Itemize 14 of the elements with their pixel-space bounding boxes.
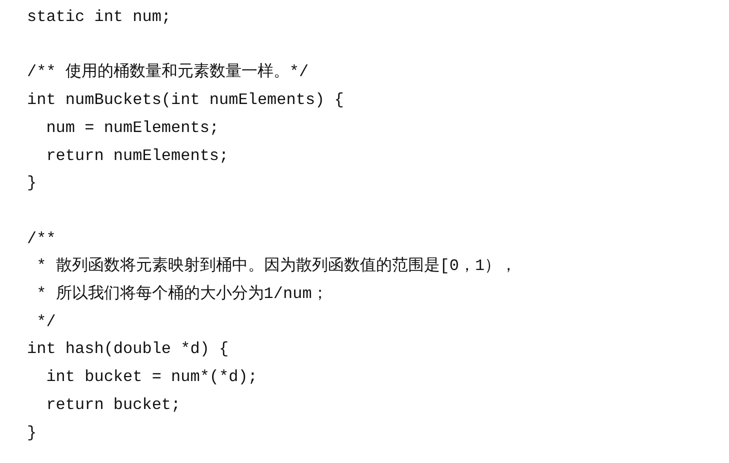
code-line: * 所以我们将每个桶的大小分为1/num； [36,284,328,305]
code-line: static int num; [27,7,172,28]
code-line: int bucket = num*(*d); [45,367,258,388]
code-line: return numElements; [45,146,229,166]
code-line: * 散列函数将元素映射到桶中。因为散列函数值的范围是[0，1）， [36,256,517,278]
code-line: int hash(double *d) { [27,339,229,360]
code-line: int numBuckets(int numElements) { [27,90,344,112]
code-line: return bucket; [45,394,181,416]
code-line: */ [36,312,56,333]
code-line: /** [27,228,56,250]
code-line: } [27,173,37,194]
code-line: } [27,422,37,444]
code-line: /** 使用的桶数量和元素数量一样。*/ [27,62,309,84]
code-line: num = numElements; [45,118,220,139]
